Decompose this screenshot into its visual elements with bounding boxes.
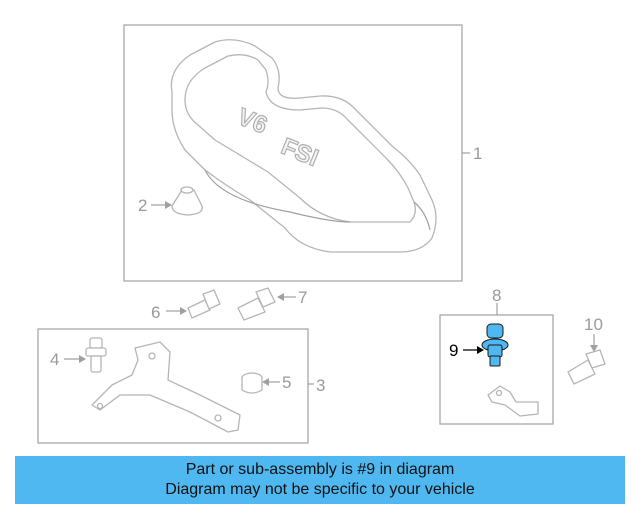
callout-8[interactable]: 8 (492, 286, 501, 305)
callout-9[interactable]: 9 (449, 341, 458, 360)
highlighted-part-9[interactable] (481, 323, 509, 367)
grommet-part-2[interactable] (171, 186, 203, 216)
bracket-box (37, 328, 309, 444)
stud-part-4[interactable] (85, 337, 107, 373)
banner-line-2: Diagram may not be specific to your vehi… (165, 481, 475, 498)
banner-line-1: Part or sub-assembly is #9 in diagram (185, 461, 455, 478)
parts-diagram: 1 V6 FSI 2 6 7 3 (37, 24, 606, 444)
callout-10[interactable]: 10 (584, 315, 603, 334)
callout-5[interactable]: 5 (282, 373, 291, 392)
callout-4[interactable]: 4 (50, 350, 59, 369)
small-bracket[interactable] (487, 385, 539, 417)
callout-1[interactable]: 1 (473, 144, 482, 163)
bolt-part-10[interactable] (567, 349, 606, 385)
callout-6[interactable]: 6 (151, 303, 160, 322)
info-banner: Part or sub-assembly is #9 in diagram Di… (15, 456, 625, 504)
bolt-part-6[interactable] (187, 289, 221, 319)
callout-3[interactable]: 3 (316, 376, 325, 395)
callout-7[interactable]: 7 (298, 288, 307, 307)
callout-2[interactable]: 2 (138, 196, 147, 215)
engine-cover[interactable]: V6 FSI (170, 39, 437, 253)
bracket[interactable] (91, 341, 241, 433)
grommet-part-5[interactable] (241, 372, 263, 394)
bolt-part-7[interactable] (237, 287, 276, 321)
